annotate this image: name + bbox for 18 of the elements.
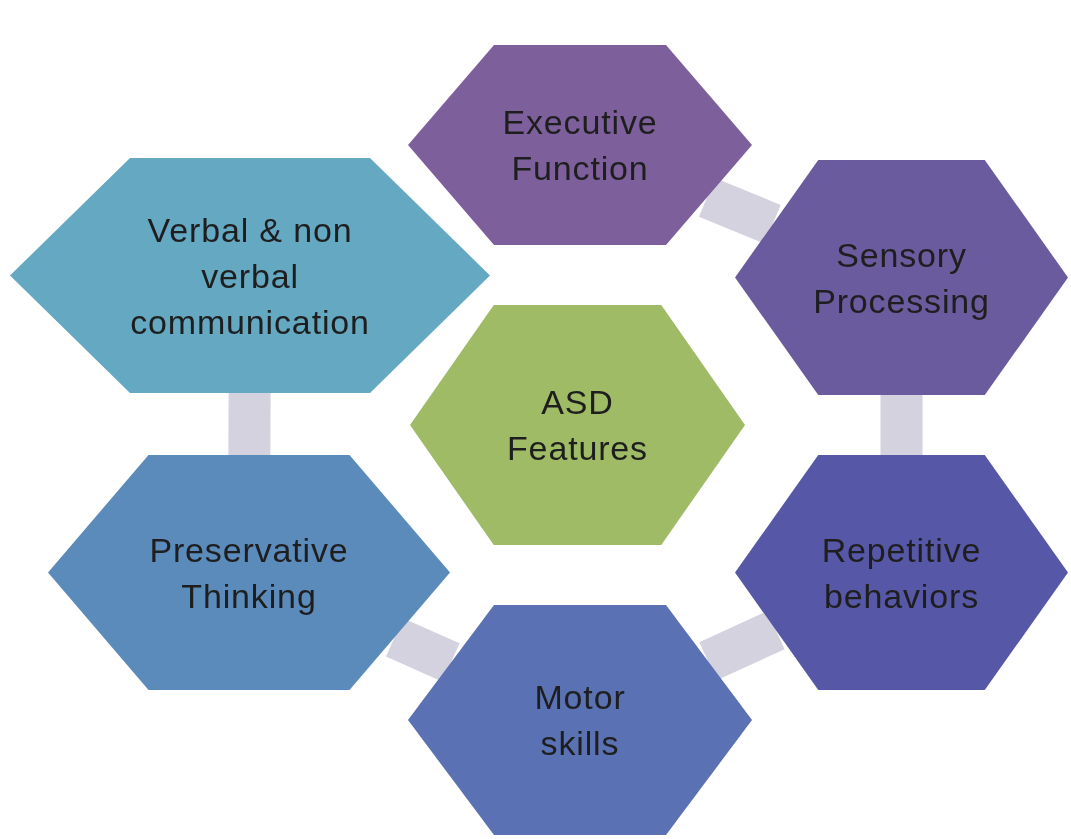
hexagon [408,605,752,835]
connector-band [880,395,923,455]
hexagon [735,455,1068,690]
hexagon-label: Verbal & non verbal communication [129,209,371,343]
hexagon [410,305,745,545]
hexagon [408,45,752,245]
hexagon-label: Sensory Processing [812,234,991,322]
connector-band [228,392,271,456]
hexagon-label: ASD Features [506,382,649,469]
hexagon-label: Executive Function [501,102,659,189]
hexagon [10,158,490,393]
hexagon-label: Repetitive behaviors [820,529,983,617]
hexagon-label: Motor skills [533,677,627,764]
connector-band [699,611,785,681]
hexagon [735,160,1068,395]
hexagon-label: Preservative Thinking [148,529,350,617]
connector-band [385,618,460,682]
hexagon [48,455,450,690]
